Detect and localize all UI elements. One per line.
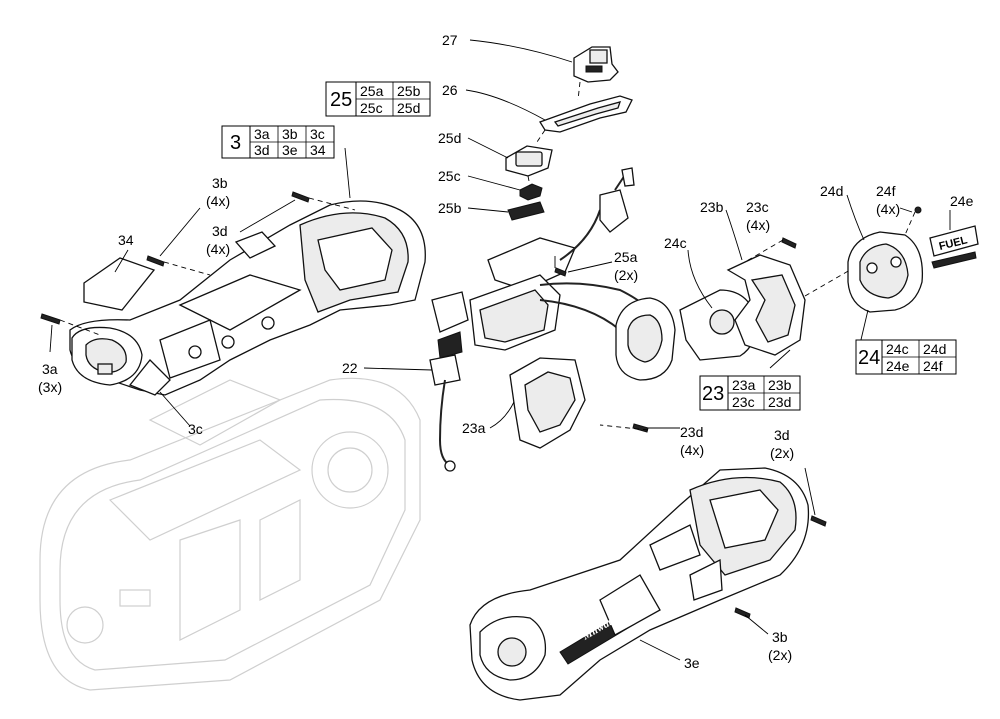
label-26: 26 <box>442 82 458 98</box>
label-3d-top-qty: (4x) <box>206 241 230 257</box>
kit-table-cell: 23c <box>732 394 755 410</box>
part-24-end-cap: FUEL <box>847 206 979 313</box>
left-housing-half <box>69 200 426 396</box>
kit-table-cell: 3b <box>282 126 298 142</box>
kit-table-cell: 3e <box>282 142 298 158</box>
screws <box>40 191 827 619</box>
label-23d: 23d <box>680 424 703 440</box>
kit-table-cell: 23b <box>768 377 792 393</box>
kit-table-cell: 25a <box>360 83 384 99</box>
kit-table-24-main: 24 <box>858 347 880 369</box>
label-25c: 25c <box>438 168 461 184</box>
label-3d-right-qty: (2x) <box>770 445 794 461</box>
leader-lines <box>49 39 951 661</box>
label-24e: 24e <box>950 193 974 209</box>
label-3c: 3c <box>188 421 203 437</box>
kit-table-25-main: 25 <box>330 89 352 111</box>
label-3e: 3e <box>684 655 700 671</box>
label-22: 22 <box>342 360 358 376</box>
part-25c-switch <box>519 183 543 201</box>
label-24f-qty: (4x) <box>876 201 900 217</box>
label-3b-bottom-qty: (2x) <box>768 647 792 663</box>
part-25d-display <box>505 145 553 177</box>
right-housing-half: Milwaukee <box>469 467 810 701</box>
label-plate-34 <box>83 257 156 311</box>
kit-table-cell: 24c <box>886 341 909 357</box>
part-26-rail <box>539 95 633 133</box>
ghost-assembled-tool <box>39 377 421 691</box>
label-3b-bottom: 3b <box>772 629 788 645</box>
part-22-electronics <box>429 167 651 472</box>
label-23c-qty: (4x) <box>746 217 770 233</box>
label-34: 34 <box>118 232 134 248</box>
part-27-clip <box>573 46 619 83</box>
kit-table-23: 23 23a 23b 23c 23d <box>699 375 801 411</box>
label-3a-qty: (3x) <box>38 379 62 395</box>
kit-table-25: 25 25a 25b 25c 25d <box>325 81 431 117</box>
assembly-guide-lines <box>59 81 916 431</box>
label-23a: 23a <box>462 420 486 436</box>
kit-table-3: 3 3a 3b 3c 3d 3e 34 <box>221 125 335 159</box>
label-25a: 25a <box>614 249 638 265</box>
kit-table-cell: 24d <box>923 341 946 357</box>
label-3b-top: 3b <box>212 175 228 191</box>
kit-table-cell: 24f <box>923 358 943 374</box>
part-23-motor-assembly <box>509 254 806 449</box>
kit-table-cell: 3c <box>310 126 325 142</box>
label-24c: 24c <box>664 235 687 251</box>
kit-table-cell: 25d <box>397 100 420 116</box>
kit-table-cell: 23a <box>732 377 756 393</box>
label-23b: 23b <box>700 199 724 215</box>
label-23d-qty: (4x) <box>680 442 704 458</box>
kit-table-24: 24 24c 24d 24e 24f <box>855 339 957 375</box>
kit-table-cell: 3a <box>254 126 270 142</box>
label-25a-qty: (2x) <box>614 267 638 283</box>
part-25b-button-strip <box>507 201 545 221</box>
label-24f: 24f <box>876 183 896 199</box>
kit-table-cell: 34 <box>310 142 326 158</box>
kit-table-cell: 23d <box>768 394 791 410</box>
kit-table-cell: 24e <box>886 358 910 374</box>
label-23c: 23c <box>746 199 769 215</box>
label-3d-top: 3d <box>212 223 228 239</box>
kit-table-3-main: 3 <box>230 132 241 154</box>
label-3d-right: 3d <box>774 427 790 443</box>
label-3b-top-qty: (4x) <box>206 193 230 209</box>
label-27: 27 <box>442 32 458 48</box>
label-25b: 25b <box>438 200 462 216</box>
kit-table-cell: 3d <box>254 142 270 158</box>
kit-table-cell: 25b <box>397 83 421 99</box>
label-25d: 25d <box>438 130 461 146</box>
kit-table-cell: 25c <box>360 100 383 116</box>
label-3a: 3a <box>42 361 58 377</box>
kit-table-23-main: 23 <box>702 383 724 405</box>
part-labels: 27 26 25d 25c 25b 25a (2x) 22 23a 23b 23… <box>38 32 974 671</box>
label-24d: 24d <box>820 183 843 199</box>
